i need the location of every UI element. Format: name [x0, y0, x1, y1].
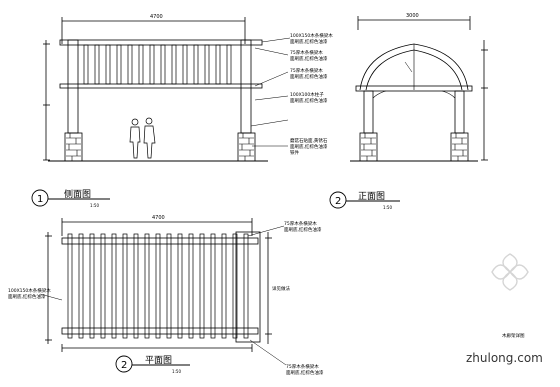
note-side-beam-2: 面刷底,红棕色油漆 [290, 73, 328, 80]
plan-rafters [67, 233, 249, 339]
front-view-number: 2 [335, 196, 341, 207]
note-plan-top-1: 75厚木条横梁木 [284, 220, 317, 227]
note-plan-bottom-2: 面刷底,红棕色油漆 [286, 369, 324, 376]
side-view-title: 侧面图 [64, 188, 91, 200]
front-title-block: 2 正面图 1:50 [329, 191, 400, 210]
note-plan-bottom-1: 75厚木条横梁木 [286, 363, 319, 370]
side-left-post [67, 39, 79, 134]
note-side-beam-1: 75厚木条横梁木 [290, 67, 323, 74]
side-view-scale: 1:50 [90, 203, 99, 208]
note-side-base-2: 面刷底,红棕色油漆 [290, 143, 328, 150]
side-left-base [64, 132, 83, 162]
plan-view-title: 平面图 [145, 355, 172, 366]
front-view-scale: 1:50 [383, 205, 392, 210]
front-elevation: 3000 [350, 13, 488, 162]
note-side-base-3: 铁件 [290, 149, 299, 156]
plan-view-scale: 1:50 [172, 369, 181, 374]
watermark-text: zhulong.com [466, 351, 543, 365]
side-right-base [237, 132, 256, 162]
note-side-top-beam-2: 面刷底,红棕色油漆 [290, 38, 328, 45]
note-side-post-1: 100X100木柱子 [290, 91, 324, 98]
plan-title-block: 2 平面图 1:50 [115, 355, 190, 374]
front-crossbeam [355, 85, 473, 92]
side-leader-lines [250, 37, 291, 147]
side-rafters [83, 44, 232, 85]
front-left-post [363, 90, 374, 134]
front-view-title: 正面图 [358, 191, 385, 202]
front-left-base [359, 132, 378, 162]
side-right-post [240, 39, 252, 134]
note-side-base-1: 蘑菇石贴面,黄锈石 [290, 137, 328, 144]
side-elevation: 4700 [43, 14, 291, 162]
note-side-rafter-2: 面刷底,红棕色油漆 [290, 55, 328, 62]
front-right-base [450, 132, 469, 162]
side-top-rail [59, 39, 263, 46]
plan-leader-lines [39, 225, 287, 366]
side-title-block: 1 侧面图 1:50 [31, 188, 110, 208]
watermark-logo [491, 253, 529, 291]
note-plan-right: 详见做法 [272, 285, 290, 292]
plan-dim-text: 4700 [152, 215, 165, 221]
note-side-rafter-1: 75厚木条横梁木 [290, 49, 323, 56]
note-side-top-beam: 100X150木条横梁木 [290, 32, 333, 39]
plan-view-number: 2 [121, 360, 127, 371]
legend-label: 木廊架详图 [502, 332, 525, 339]
human-figures [129, 117, 156, 159]
side-notes: 100X150木条横梁木 面刷底,红棕色油漆 75厚木条横梁木 面刷底,红棕色油… [290, 32, 333, 156]
plan-right-frame [235, 231, 261, 343]
plan-view: 4700 [39, 215, 287, 366]
note-plan-left-1: 100X150木条横梁木 [8, 287, 51, 294]
note-side-post-2: 面刷底,红棕色油漆 [290, 97, 328, 104]
note-plan-top-2: 面刷底,红棕色油漆 [284, 226, 322, 233]
front-dim-text: 3000 [406, 13, 419, 19]
front-right-post [454, 90, 465, 134]
side-view-number: 1 [37, 194, 43, 205]
plan-notes: 75厚木条横梁木 面刷底,红棕色油漆 100X150木条横梁木 面刷底,红棕色油… [8, 220, 324, 376]
side-dim-text: 4700 [150, 14, 163, 20]
note-plan-left-2: 面刷底,红棕色油漆 [8, 293, 46, 300]
